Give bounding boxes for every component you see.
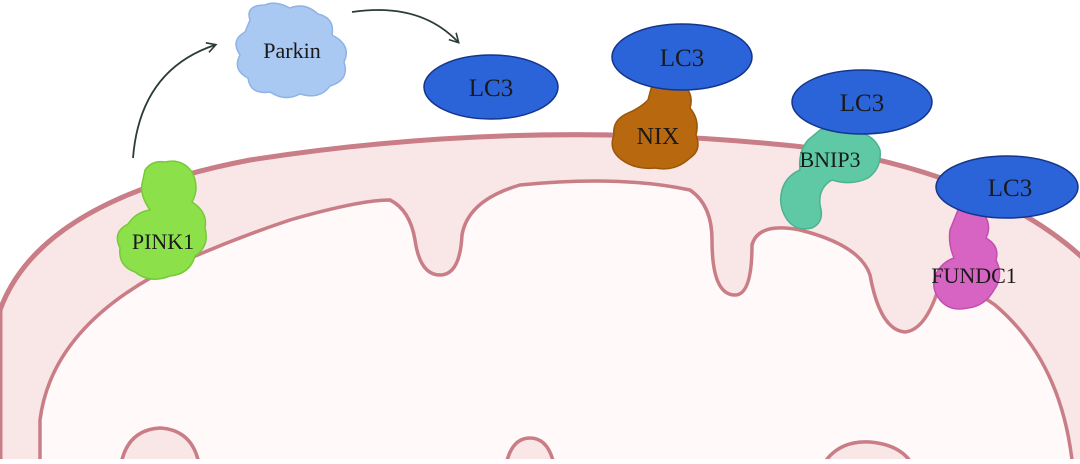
pink1-protein: PINK1 (116, 160, 207, 280)
lc3-fundc1: LC3 (935, 155, 1079, 219)
nix-receptor: NIX (611, 80, 699, 170)
nix-label: NIX (637, 124, 680, 150)
lc3-bnip3-label: LC3 (840, 90, 884, 117)
curved-arrow-icon (132, 42, 218, 159)
parkin-label: Parkin (263, 38, 320, 63)
lc3-bnip3: LC3 (791, 69, 933, 135)
pink1-label: PINK1 (132, 229, 194, 254)
parkin-protein: Parkin (235, 2, 347, 99)
fundc1-label: FUNDC1 (931, 263, 1017, 288)
bnip3-receptor: BNIP3 (779, 126, 881, 230)
bnip3-label: BNIP3 (799, 147, 860, 172)
crista-bottom-left (119, 426, 201, 464)
lc3-fundc1-label: LC3 (988, 175, 1032, 202)
crista-bottom-right (821, 440, 915, 464)
lc3-nix: LC3 (611, 23, 753, 91)
mitochondrion-inner-membrane (38, 179, 1074, 464)
fundc1-receptor: FUNDC1 (931, 207, 1017, 310)
lc3-nix-label: LC3 (660, 45, 704, 72)
curved-arrow-icon (351, 9, 460, 44)
lc3-free-label: LC3 (469, 75, 513, 102)
crista-bottom-mid (504, 436, 556, 464)
lc3-free: LC3 (423, 54, 559, 120)
